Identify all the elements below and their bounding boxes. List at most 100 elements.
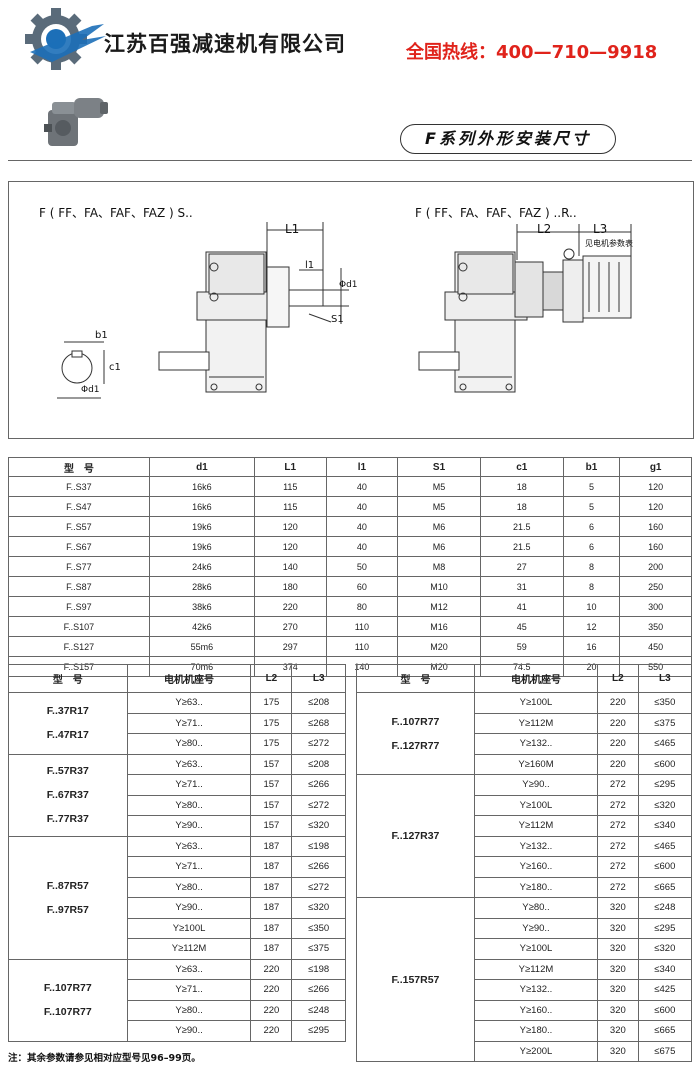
table-cell: ≤266 [291,856,346,878]
table-cell: Y≥112M [473,958,599,980]
table-header-cell: 电机机座号 [126,664,252,693]
table-cell: 110 [325,616,399,637]
table-row: Y≥160..320≤600 [357,999,693,1021]
table-cell: Y≥132.. [473,733,599,755]
reducer-thumbnail-image [44,98,108,146]
table-cell: Y≥63.. [126,958,252,980]
table-cell: 40 [325,516,399,537]
table-cell: 19k6 [148,516,255,537]
table-cell: 16k6 [148,496,255,517]
table-header-cell: g1 [619,457,692,477]
table-row: Y≥180..272≤665 [357,876,693,898]
table-cell: ≤350 [637,692,693,714]
table-row: Y≥180..320≤665 [357,1020,693,1042]
table-cell: 160 [619,516,692,537]
table-cell: 272 [597,876,639,898]
model-name: F..157R57 [391,973,440,986]
table-cell: Y≥71.. [126,712,252,734]
table-cell: M5 [397,476,481,497]
dim-label-c1: c1 [109,362,121,373]
table-cell: 115 [253,496,327,517]
table-cell: Y≥100L [473,794,599,816]
table-cell: 40 [325,476,399,497]
model-cell: F..S47 [8,496,150,517]
table-cell: ≤665 [637,1020,693,1042]
table-cell: 320 [597,1020,639,1042]
table-cell: 21.5 [479,516,564,537]
dim-label-L1: L1 [285,222,300,236]
table-cell: 16k6 [148,476,255,497]
table-cell: Y≥80.. [126,794,252,816]
section-title: F系列外形安装尺寸 [400,124,616,154]
table-cell: Y≥80.. [126,999,252,1021]
model-name: F..47R17 [46,729,89,742]
table-cell: M16 [397,616,481,637]
model-cell: F..S67 [8,536,150,557]
table-cell: 60 [325,576,399,597]
table-cell: ≤665 [637,876,693,898]
table-cell: 250 [619,576,692,597]
model-cell: F..S57 [8,516,150,537]
model-name: F..107R77 [391,715,440,728]
hotline-number: 全国热线：400—710—9918 [406,42,658,63]
model-name: F..57R37 [46,765,89,777]
table-cell: 19k6 [148,536,255,557]
table-cell: ≤340 [637,815,693,837]
footnote: 注：其余参数请参见相对应型号见96–99页。 [8,1053,201,1064]
table-header-cell: L3 [291,664,346,693]
model-name: F..107R77 [43,982,92,994]
table-cell: 120 [619,496,692,517]
table-cell: Y≥160.. [473,856,599,878]
table-cell: Y≥90.. [473,917,599,939]
table-cell: ≤320 [637,938,693,960]
company-logo-gear-icon [25,8,106,70]
table-cell: 140 [253,556,327,577]
table-cell: 28k6 [148,576,255,597]
table-cell: 300 [619,596,692,617]
table-cell: 220 [597,712,639,734]
table-cell: 270 [253,616,327,637]
model-name: F..127R37 [391,830,440,842]
table-row: Y≥71..175≤268 [9,712,346,734]
table-header-cell: 型 号 [356,664,475,693]
table-cell: 320 [597,958,639,980]
table-cell: 297 [253,636,327,657]
table-cell: Y≥112M [126,938,252,960]
table-cell: 272 [597,794,639,816]
table-cell: 220 [250,1020,293,1042]
table-cell: ≤600 [637,999,693,1021]
table-header-cell: l1 [325,457,399,477]
table-cell: M12 [397,596,481,617]
table-cell: 18 [479,496,564,517]
table-cell: 8 [562,556,621,577]
table-cell: ≤350 [291,917,346,939]
table-cell: 180 [253,576,327,597]
table-cell: Y≥160.. [473,999,599,1021]
table-cell: Y≥180.. [473,876,599,898]
table-cell: ≤198 [291,958,346,980]
table-cell: ≤208 [291,692,346,714]
table-cell: ≤208 [291,753,346,775]
table-header-cell: 电机机座号 [473,664,599,693]
table-cell: 12 [562,616,621,637]
table-cell: Y≥80.. [126,876,252,898]
table-cell: 160 [619,536,692,557]
table-cell: 220 [250,958,293,980]
table-cell: ≤248 [291,999,346,1021]
